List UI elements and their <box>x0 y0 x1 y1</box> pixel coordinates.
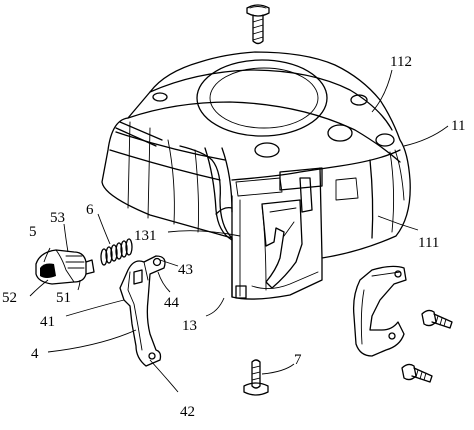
label-41: 41 <box>40 314 55 330</box>
label-51: 51 <box>56 290 71 306</box>
label-111: 111 <box>418 235 439 251</box>
screw-right-upper <box>421 309 453 329</box>
bottom-screw <box>243 359 269 396</box>
label-52: 52 <box>2 290 17 306</box>
spring <box>100 238 133 266</box>
button-part <box>35 249 95 285</box>
label-43: 43 <box>178 262 193 278</box>
label-6: 6 <box>86 202 94 218</box>
top-screw <box>246 4 270 45</box>
label-131: 131 <box>134 228 157 244</box>
label-53: 53 <box>50 210 65 226</box>
label-5: 5 <box>29 224 37 240</box>
right-bracket <box>352 265 407 357</box>
label-42: 42 <box>180 404 195 420</box>
label-13: 13 <box>182 318 197 334</box>
reference-numerals: 112 11 111 131 43 44 13 6 53 5 52 51 41 … <box>2 54 465 420</box>
label-11: 11 <box>451 118 465 134</box>
label-4: 4 <box>31 346 39 362</box>
label-7: 7 <box>294 352 302 368</box>
screw-right-lower <box>401 363 433 383</box>
clip-lever <box>119 255 166 367</box>
leader-lines <box>29 69 449 393</box>
housing-body <box>101 51 411 300</box>
label-112: 112 <box>390 54 412 70</box>
label-44: 44 <box>164 295 180 311</box>
